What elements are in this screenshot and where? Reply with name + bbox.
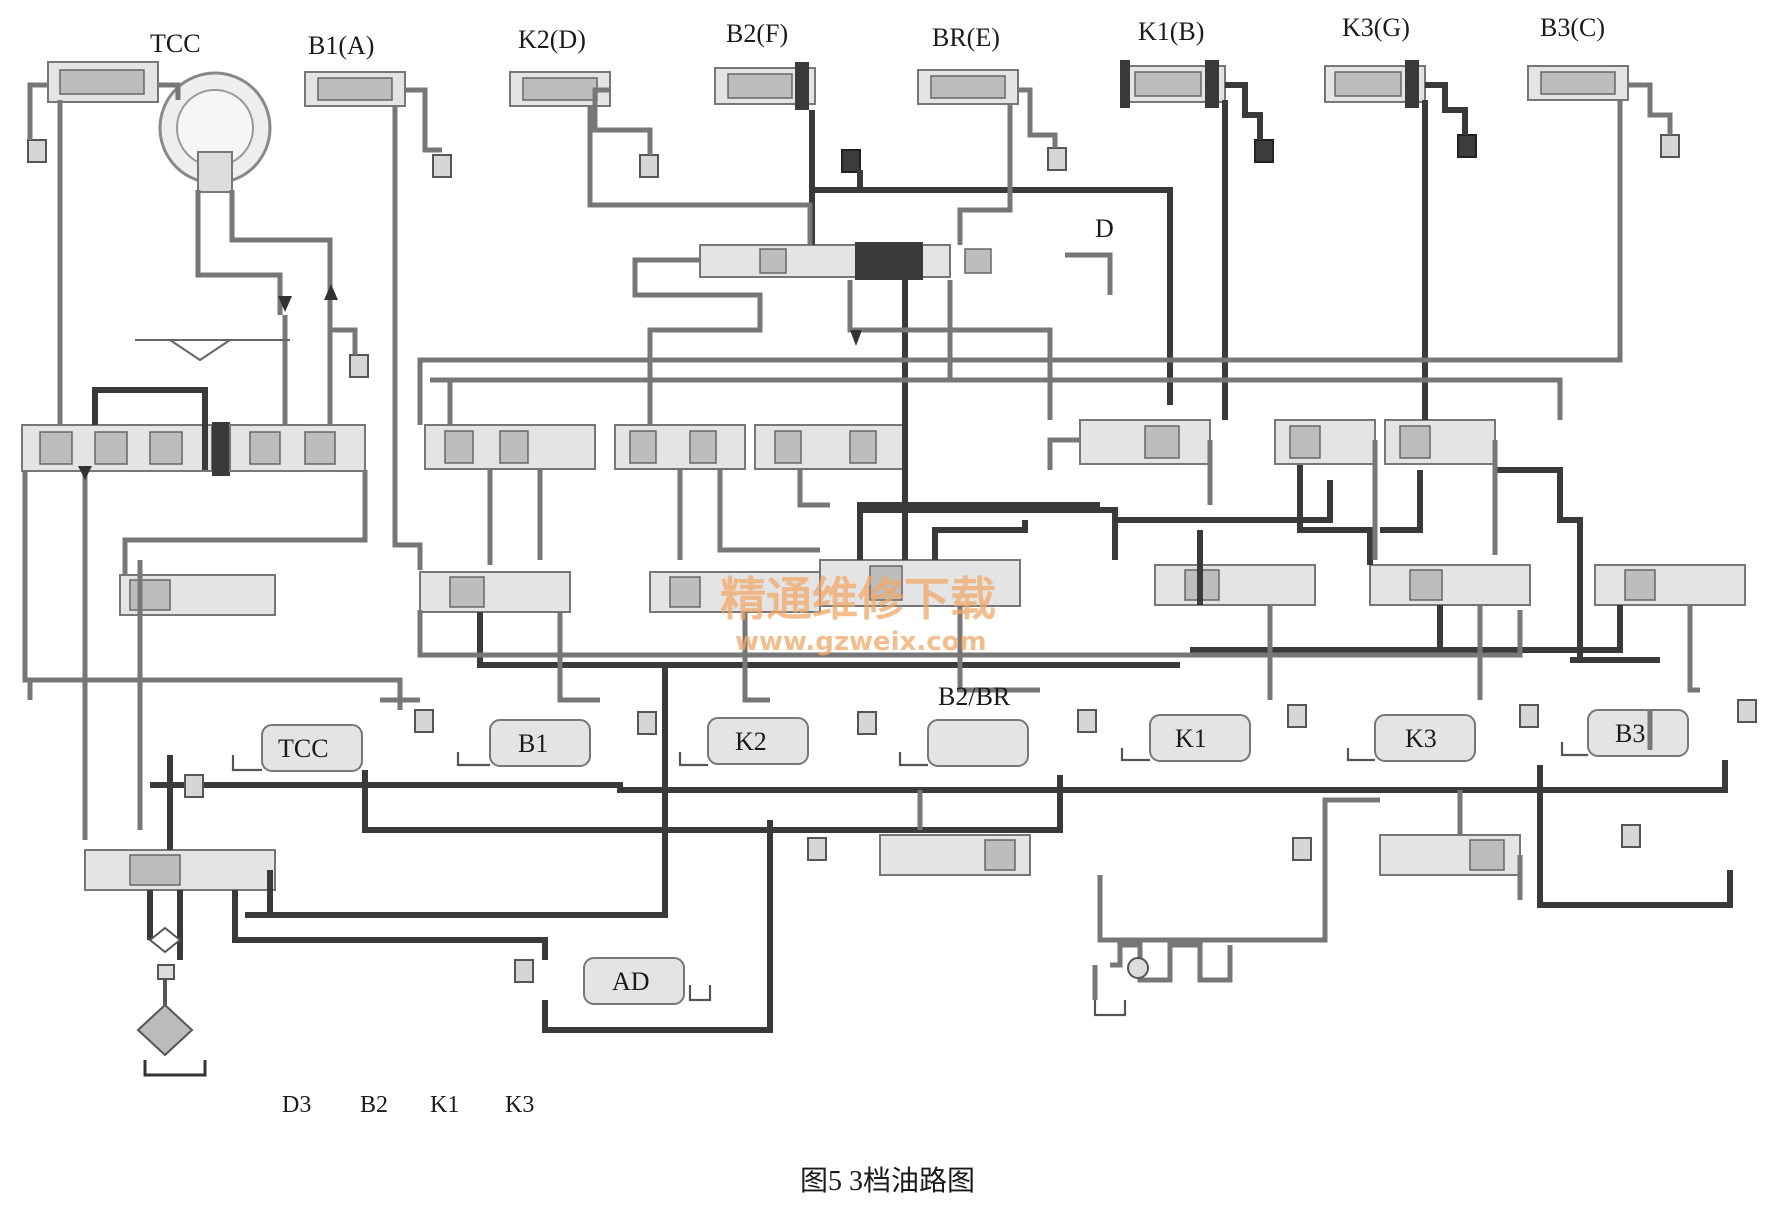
accumulator-label: B2/BR (938, 682, 1011, 711)
tcc-actuator (47, 61, 272, 193)
clutch-label: B1(A) (308, 31, 374, 60)
flow-arrows (78, 284, 862, 480)
clutch-label: B2(F) (726, 19, 788, 48)
accumulator-bodies (261, 709, 1689, 1005)
br-actuator (917, 69, 1019, 105)
accumulator-label: AD (612, 967, 650, 996)
clutch-label: TCC (150, 29, 201, 58)
accumulator-label: K1 (1175, 724, 1207, 753)
engaged-item: K1 (430, 1092, 459, 1118)
accumulator-label: B1 (518, 729, 548, 758)
clutch-label: B3(C) (1540, 13, 1605, 42)
accumulator-label: B3 (1615, 719, 1645, 748)
b3-actuator (1527, 65, 1629, 101)
watermark-url: www.gzweix.com (735, 627, 987, 657)
pump-filter (136, 926, 1149, 1077)
lube-funnel (135, 339, 290, 362)
valve-label-d: D (1095, 214, 1114, 243)
accumulator-label: K2 (735, 727, 767, 756)
b1-actuator (304, 71, 406, 107)
k3-actuator (1324, 60, 1426, 108)
k1-actuator (1120, 60, 1226, 108)
clutch-label-group: TCC B1(A) K2(D) B2(F) BR(E) K1(B) K3(G) … (150, 13, 1605, 243)
clutch-actuators (47, 60, 1629, 193)
accumulator-label: K3 (1405, 724, 1437, 753)
engaged-item: K3 (505, 1092, 534, 1118)
engaged-item: D3 (282, 1092, 311, 1118)
clutch-label: BR(E) (932, 23, 1000, 52)
unpressurized-lines (22, 82, 1700, 1000)
engaged-item: B2 (360, 1092, 388, 1118)
pressurized-lines (92, 82, 1733, 1033)
engaged-summary: D3 B2 K1 K3 (282, 1092, 534, 1118)
clutch-label: K1(B) (1138, 17, 1204, 46)
watermark: 精通维修下载 www.gzweix.com (720, 572, 996, 657)
watermark-title: 精通维修下载 (720, 572, 996, 626)
b2-actuator (714, 62, 816, 110)
accumulator-label: TCC (278, 734, 329, 763)
accumulator-label-group: TCC B1 K2 B2/BR K1 K3 B3 AD (278, 682, 1645, 996)
clutch-label: K2(D) (518, 25, 586, 54)
clutch-label: K3(G) (1342, 13, 1410, 42)
figure-caption: 图5 3档油路图 (800, 1165, 975, 1197)
spool-valves (21, 242, 1746, 891)
exhaust-ports-lower (184, 699, 1757, 1017)
exhaust-ports-top (27, 134, 1680, 378)
